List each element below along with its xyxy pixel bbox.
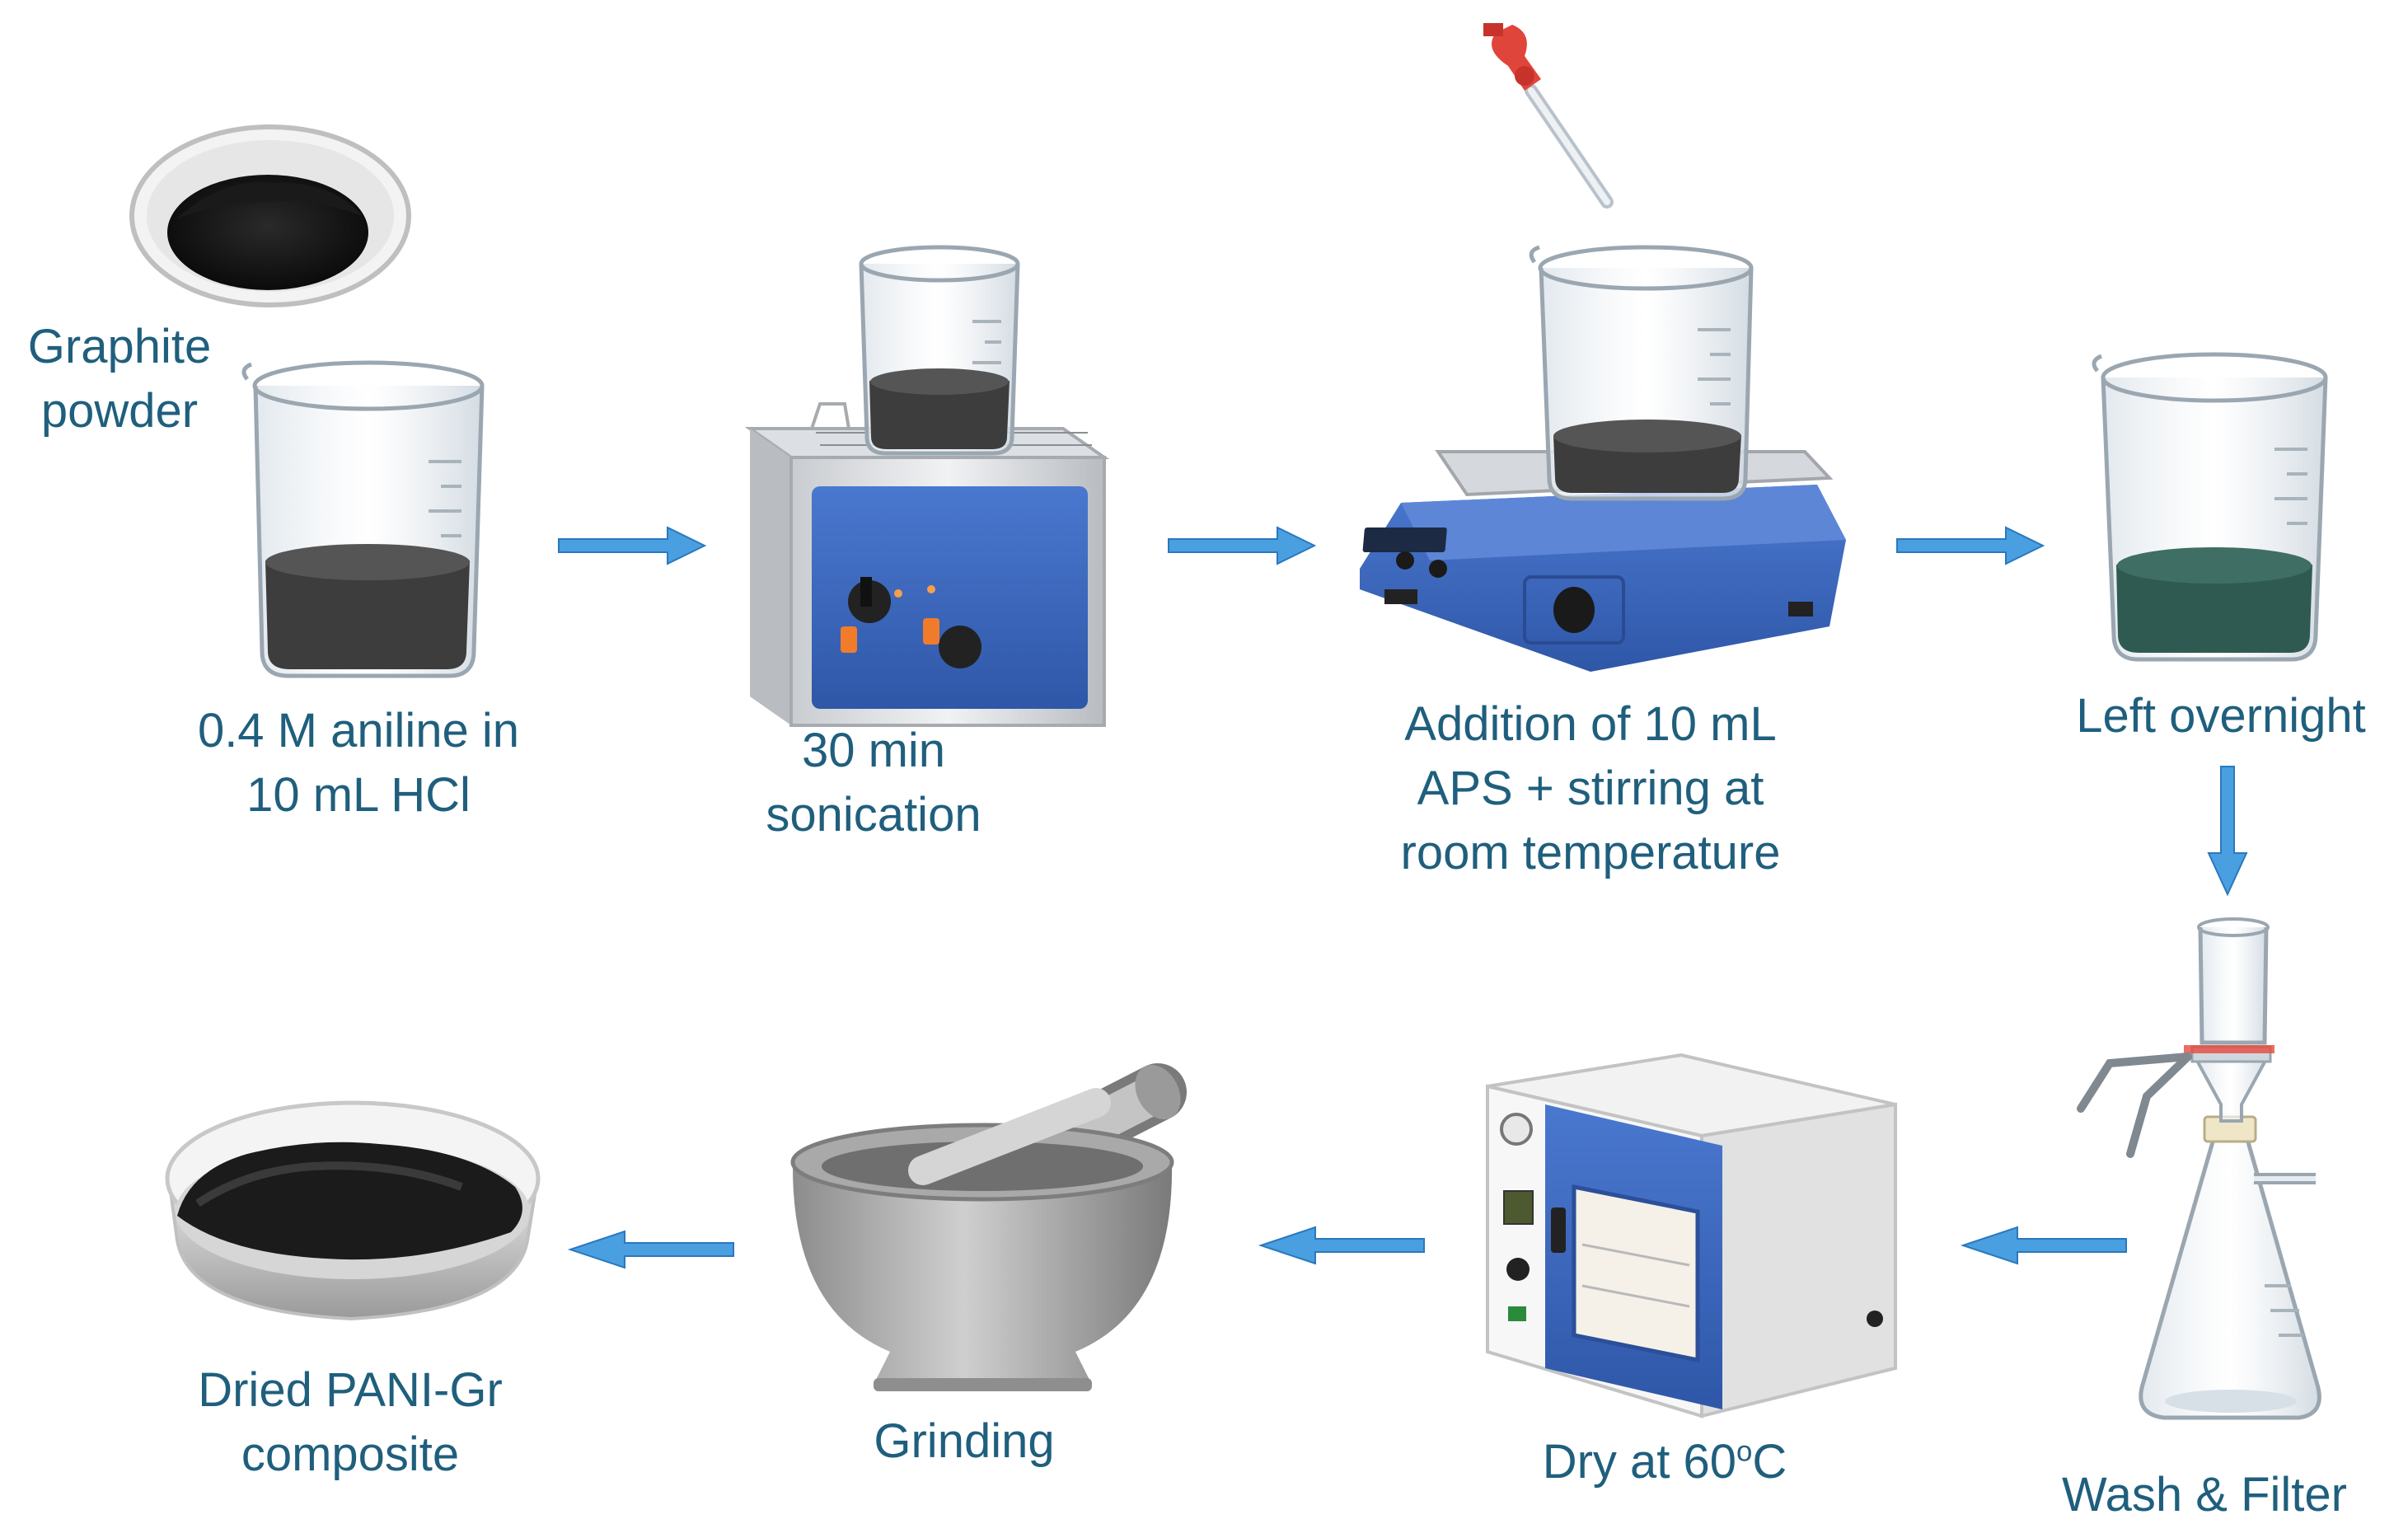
- arrow-3-icon: [1896, 526, 2045, 565]
- composite-petri-dish-icon: [165, 1100, 541, 1321]
- beaker-overnight-icon: [2092, 352, 2328, 662]
- label-wash-filter: Wash & Filter: [2023, 1463, 2386, 1527]
- arrow-5-icon: [1258, 1226, 1425, 1265]
- label-grinding: Grinding: [824, 1409, 1104, 1474]
- dropper-icon: [1483, 23, 1614, 209]
- label-dried-line-2: composite: [241, 1428, 460, 1481]
- label-aniline-line-1: 0.4 M aniline in: [197, 704, 520, 757]
- beaker-aniline-icon: [241, 360, 485, 678]
- label-sonication: 30 min sonication: [725, 719, 1022, 847]
- arrow-4-icon: [1960, 1226, 2127, 1265]
- label-dried-line-1: Dried PANI-Gr: [198, 1363, 503, 1417]
- mortar-pestle-icon: [790, 1063, 1187, 1391]
- label-graphite-powder: Graphite powder: [4, 315, 235, 443]
- label-dry: Dry at 60oC: [1483, 1430, 1846, 1494]
- graphite-powder-dish-icon: [129, 124, 411, 307]
- label-aniline-line-2: 10 mL HCl: [246, 768, 471, 822]
- label-addition-line-2: APS + stirring at: [1417, 762, 1764, 815]
- label-dry-text: Dry at 60: [1542, 1435, 1737, 1489]
- hotplate-stirrer-icon: [1360, 450, 1846, 672]
- label-addition-line-3: room temperature: [1400, 826, 1781, 879]
- label-sonication-line-1: 30 min: [801, 724, 946, 777]
- label-addition: Addition of 10 mL APS + stirring at room…: [1343, 692, 1838, 885]
- label-dry-degree: o: [1736, 1435, 1753, 1468]
- beaker-stirring-icon: [1529, 245, 1754, 501]
- label-left-overnight: Left overnight: [2040, 684, 2402, 748]
- drying-oven-icon: [1486, 1053, 1897, 1418]
- vacuum-filtration-icon: [2077, 917, 2321, 1420]
- beaker-sonication-icon: [859, 245, 1020, 456]
- arrow-6-icon: [567, 1230, 734, 1269]
- arrow-1-icon: [558, 526, 707, 565]
- ultrasonic-bath-icon: [744, 402, 1110, 727]
- arrow-down-icon: [2207, 766, 2248, 897]
- label-aniline: 0.4 M aniline in 10 mL HCl: [144, 699, 573, 828]
- label-overnight-text: Left overnight: [2076, 689, 2366, 743]
- label-sonication-line-2: sonication: [766, 788, 981, 842]
- label-grinding-text: Grinding: [874, 1414, 1055, 1468]
- label-graphite-line-1: Graphite: [27, 320, 212, 373]
- label-graphite-line-2: powder: [40, 384, 199, 438]
- arrow-2-icon: [1168, 526, 1317, 565]
- label-wash-text: Wash & Filter: [2062, 1468, 2347, 1522]
- label-dried-composite: Dried PANI-Gr composite: [152, 1358, 548, 1487]
- label-dry-unit: C: [1752, 1435, 1787, 1489]
- label-dry-line: Dry at 60oC: [1483, 1430, 1846, 1494]
- label-addition-line-1: Addition of 10 mL: [1404, 697, 1777, 751]
